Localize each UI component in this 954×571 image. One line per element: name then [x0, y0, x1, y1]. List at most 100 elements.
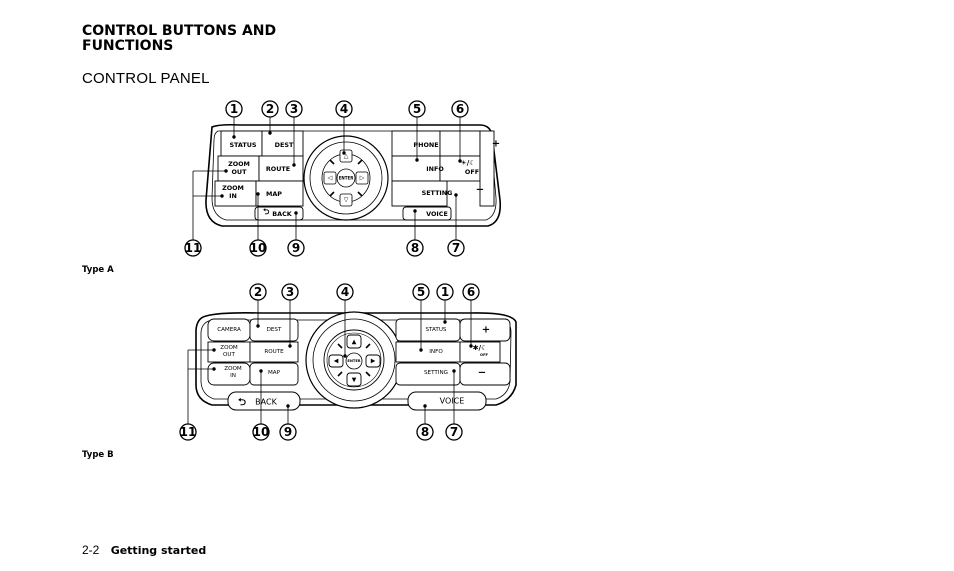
svg-text:5: 5: [413, 102, 421, 116]
type-b-diagram: CAMERA DEST ZOOM OUT ROUTE ZOOM IN MAP ⮌…: [179, 283, 517, 441]
map-button-b[interactable]: [249, 362, 299, 386]
back-label: BACK: [272, 210, 293, 218]
phone-label: PHONE: [413, 141, 438, 149]
voice-button-b[interactable]: [407, 391, 487, 411]
sun-moon-icon-b: ✱/☾: [473, 344, 488, 352]
subsection-heading: CONTROL PANEL: [82, 70, 210, 87]
left-button[interactable]: [323, 171, 337, 185]
zoom-in-label-2: IN: [229, 192, 237, 200]
type-b-callouts: 2 3 4 5 1 6 11 10 9 8 7: [179, 283, 480, 441]
minus-label-b: −: [478, 368, 486, 379]
svg-text:4: 4: [340, 102, 348, 116]
right-arrow-icon: ▷: [360, 175, 365, 182]
status-label: STATUS: [229, 141, 256, 149]
back-button[interactable]: [254, 206, 304, 221]
down-button-b[interactable]: [346, 372, 362, 387]
callout-b-8: 8: [416, 423, 434, 441]
off-label: OFF: [465, 168, 479, 176]
callout-b-9: 9: [279, 423, 297, 441]
up-button-b[interactable]: [346, 334, 362, 349]
up-arrow-icon: △: [344, 153, 349, 160]
right-button[interactable]: [355, 171, 369, 185]
left-arrow-icon-b: ◀: [334, 358, 339, 365]
minus-button-b[interactable]: [459, 362, 511, 386]
right-button-b[interactable]: [365, 354, 381, 368]
phone-button[interactable]: [391, 130, 441, 157]
callout-11: 11: [184, 239, 202, 257]
type-a-dial[interactable]: △ ▽ ◁ ▷ ENTER: [303, 135, 389, 221]
voice-label: VOICE: [426, 210, 448, 218]
back-button-b[interactable]: [227, 391, 301, 411]
enter-label: ENTER: [339, 176, 354, 181]
svg-text:8: 8: [411, 241, 419, 255]
voice-label-b: VOICE: [440, 397, 465, 406]
route-label: ROUTE: [266, 165, 290, 173]
zoom-in-button[interactable]: [214, 180, 257, 207]
type-b-dial[interactable]: ▲ ▼ ◀ ▶ ENTER: [305, 311, 403, 409]
dest-button-b[interactable]: [249, 318, 299, 342]
camera-label: CAMERA: [217, 327, 241, 333]
callout-6: 6: [451, 100, 469, 118]
type-a-caption: Type A: [82, 265, 114, 275]
down-arrow-icon: ▽: [344, 197, 349, 204]
zoom-out-button[interactable]: [217, 155, 260, 182]
svg-text:3: 3: [286, 285, 294, 299]
svg-text:9: 9: [292, 241, 300, 255]
setting-button[interactable]: [391, 180, 448, 207]
enter-button-b[interactable]: [345, 352, 363, 370]
up-arrow-icon-b: ▲: [352, 339, 357, 346]
svg-text:7: 7: [452, 241, 460, 255]
callout-b-1: 1: [436, 283, 454, 301]
svg-text:3: 3: [290, 102, 298, 116]
enter-button[interactable]: [336, 168, 356, 188]
svg-text:2: 2: [266, 102, 274, 116]
svg-text:4: 4: [341, 285, 349, 299]
svg-text:9: 9: [284, 425, 292, 439]
type-a-leader-lines: [192, 117, 462, 240]
display-button-b[interactable]: [459, 318, 511, 342]
map-button[interactable]: [255, 180, 304, 207]
sun-moon-icon: ☀/☾: [460, 159, 475, 167]
callout-b-5: 5: [412, 283, 430, 301]
section-name: Getting started: [110, 544, 207, 557]
back-arrow-icon-b: ⮌: [238, 397, 246, 408]
route-label-b: ROUTE: [264, 349, 284, 355]
zoom-out-label-b-2: OUT: [223, 352, 235, 358]
back-arrow-icon: ⮌: [263, 207, 270, 216]
left-button-b[interactable]: [328, 354, 344, 368]
dest-label-b: DEST: [267, 327, 282, 333]
minus-label: −: [476, 185, 484, 196]
route-button[interactable]: [258, 155, 304, 182]
svg-text:11: 11: [180, 425, 197, 439]
callout-b-3: 3: [281, 283, 299, 301]
svg-text:6: 6: [467, 285, 475, 299]
callout-5: 5: [408, 100, 426, 118]
callout-b-11: 11: [179, 423, 197, 441]
info-button-b[interactable]: [395, 341, 461, 363]
map-label: MAP: [266, 190, 282, 198]
type-b-leader-lines: [187, 300, 473, 424]
page-number: 2-2: [82, 543, 100, 557]
svg-text:1: 1: [441, 285, 449, 299]
map-label-b: MAP: [268, 370, 281, 376]
down-button[interactable]: [339, 193, 353, 207]
setting-label-b: SETTING: [424, 370, 448, 376]
route-button-b[interactable]: [249, 341, 299, 363]
callout-b-4: 4: [336, 283, 354, 301]
callout-3: 3: [285, 100, 303, 118]
plus-minus-button[interactable]: [479, 130, 495, 207]
back-label-b: BACK: [255, 398, 277, 407]
section-heading: CONTROL BUTTONS AND FUNCTIONS: [82, 23, 277, 54]
left-arrow-icon: ◁: [328, 175, 333, 182]
svg-text:10: 10: [250, 241, 267, 255]
zoom-in-label-b-1: ZOOM: [224, 366, 242, 372]
zoom-in-label-1: ZOOM: [222, 184, 244, 192]
svg-text:6: 6: [456, 102, 464, 116]
type-a-callouts: 1 2 3 4 5 6 7 8 9 10 11: [184, 100, 469, 257]
svg-text:11: 11: [185, 241, 202, 255]
plus-label-b: +: [482, 325, 490, 336]
svg-text:7: 7: [450, 425, 458, 439]
type-b-right-buttons: STATUS INFO SETTING ✱/☾ OFF + − VOICE: [395, 318, 511, 411]
callout-9: 9: [287, 239, 305, 257]
